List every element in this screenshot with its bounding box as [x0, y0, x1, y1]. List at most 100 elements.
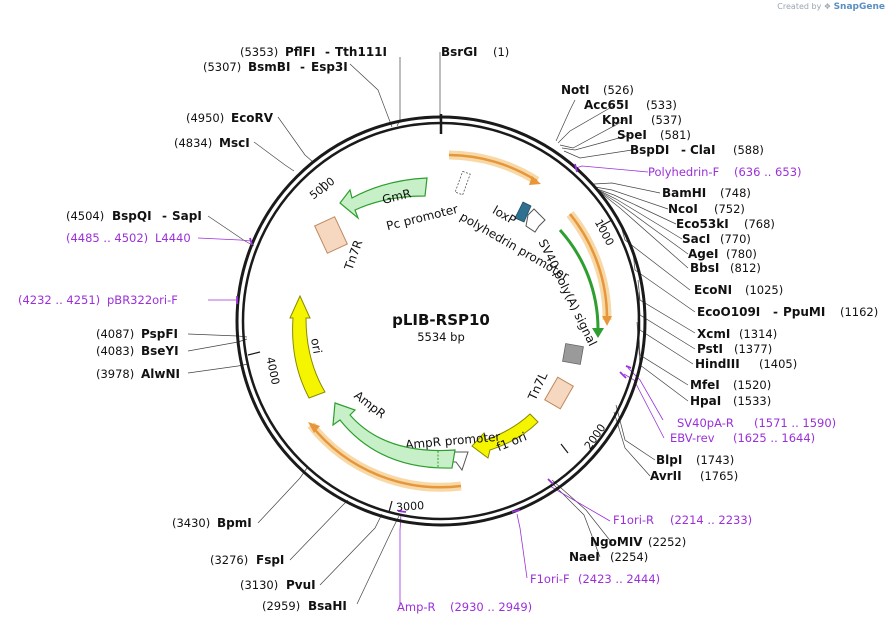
pc-promoter-icon	[454, 170, 471, 196]
enzyme-blpi: BlpI	[656, 453, 682, 467]
enzyme-bseyi-pos: (4083)	[96, 344, 134, 358]
terminator-box	[562, 343, 584, 365]
primer-polyhedrin-f-range: (636 .. 653)	[734, 165, 802, 179]
ori-arrow	[289, 294, 326, 399]
plasmid-size: 5534 bp	[417, 330, 465, 344]
enzyme-psti: PstI	[697, 342, 723, 356]
primer-amp-r-range: (2930 .. 2949)	[450, 600, 532, 614]
enzyme-bspqi-pos: (4504)	[66, 209, 104, 223]
enzyme-msci-pos: (4834)	[174, 136, 212, 150]
tn7l-box	[544, 376, 574, 410]
primer-sv40pa-r-range: (1571 .. 1590)	[754, 416, 836, 430]
enzyme-econi-pos: (1025)	[745, 283, 783, 297]
enzyme-naei-pos: (2254)	[610, 550, 648, 564]
primer-sv40pa-r: SV40pA-R	[677, 416, 734, 430]
enzyme-bamhi-pos: (748)	[720, 186, 751, 200]
enzyme-blpi-pos: (1743)	[696, 453, 734, 467]
gmr-label: GmR	[381, 186, 413, 207]
credit-prefix: Created by	[777, 2, 822, 11]
tn7r-box	[314, 216, 348, 254]
enzyme-bspdi: BspDI	[630, 143, 669, 157]
enzyme-eco53ki: Eco53kI	[676, 217, 729, 231]
enzyme-bbsi: BbsI	[690, 261, 719, 275]
enzyme-bspdi-pos: (588)	[733, 143, 764, 157]
enzyme-clai: ClaI	[690, 143, 715, 157]
enzyme-saci: SacI	[682, 232, 710, 246]
enzyme-pflfi-pos: (5353)	[240, 45, 278, 59]
tick-2000: 2000	[582, 422, 609, 452]
ampr-label: AmpR	[351, 388, 388, 421]
sv40-arc	[558, 228, 600, 331]
enzyme-hindiii-pos: (1405)	[759, 357, 797, 371]
enzyme-xcmi-pos: (1314)	[739, 327, 777, 341]
ampr-arrow	[332, 402, 456, 469]
enzyme-ecoo109i: EcoO109I	[697, 305, 760, 319]
svg-text:-: -	[681, 143, 686, 157]
enzyme-avrii: AvrII	[650, 469, 682, 483]
snapgene-credit: Created by ❖ SnapGene	[777, 2, 885, 12]
f1-ori-arrow	[471, 413, 539, 459]
tick-5000: 5000	[307, 175, 337, 202]
enzyme-pspfi-pos: (4087)	[96, 327, 134, 341]
primer-pbr322ori-f: pBR322ori-F	[107, 293, 178, 307]
enzyme-pvui-pos: (3130)	[240, 578, 278, 592]
primer-pbr322ori-f-range: (4232 .. 4251)	[18, 293, 100, 307]
polyhedrin-promoter-arrow	[525, 208, 546, 233]
svg-text:-: -	[300, 60, 305, 74]
enzyme-xcmi: XcmI	[697, 327, 730, 341]
enzyme-ncoi-pos: (752)	[714, 202, 745, 216]
tick-4000: 4000	[263, 356, 282, 386]
enzyme-noti: NotI	[561, 83, 590, 97]
svg-text:-: -	[162, 209, 167, 223]
loxp-label: loxP	[490, 203, 518, 227]
enzyme-ecorv-pos: (4950)	[186, 111, 224, 125]
enzyme-bamhi: BamHI	[662, 186, 706, 200]
ori-label: ori	[308, 337, 324, 355]
enzyme-bsrgi: BsrGI	[441, 45, 478, 59]
primer-f1ori-f-range: (2423 .. 2444)	[578, 572, 660, 586]
enzyme-pvui: PvuI	[286, 578, 316, 592]
enzyme-alwni-pos: (3978)	[96, 367, 134, 381]
enzyme-fspi-pos: (3276)	[210, 553, 248, 567]
primer-ticks	[236, 163, 632, 513]
enzyme-ecoo109i-pos: (1162)	[840, 305, 878, 319]
enzyme-bbsi-pos: (812)	[730, 261, 761, 275]
primer-l4440: L4440	[155, 231, 191, 245]
enzyme-pspfi: PspFI	[141, 327, 178, 341]
primer-ebv-rev: EBV-rev	[670, 431, 715, 445]
pc-promoter-label: Pc promoter	[385, 202, 460, 233]
snapgene-logo-icon: ❖	[823, 2, 832, 11]
enzyme-mfei: MfeI	[690, 378, 720, 392]
gmr-arrow	[339, 177, 428, 220]
enzyme-ecorv: EcoRV	[231, 111, 274, 125]
enzyme-bsmbi-pos: (5307)	[203, 60, 241, 74]
enzyme-acc65i-pos: (533)	[646, 98, 677, 112]
enzyme-esp3i: Esp3I	[311, 60, 348, 74]
enzyme-bsrgi-pos: (1)	[493, 45, 509, 59]
tick-3000: 3000	[396, 499, 425, 514]
enzyme-fspi: FspI	[256, 553, 284, 567]
feature-labels: BsrGI (1) (5353) PflFI - Tth111I (5307) …	[18, 45, 878, 614]
enzyme-hpai-pos: (1533)	[733, 394, 771, 408]
enzyme-ncoi: NcoI	[668, 202, 698, 216]
enzyme-bsahi-pos: (2959)	[262, 599, 300, 613]
enzyme-spei: SpeI	[617, 128, 647, 142]
enzyme-hpai: HpaI	[690, 394, 721, 408]
enzyme-mfei-pos: (1520)	[733, 378, 771, 392]
orf-arcs	[307, 150, 612, 492]
primer-l4440-range: (4485 .. 4502)	[66, 231, 148, 245]
ruler-ticks	[247, 182, 613, 513]
enzyme-eco53ki-pos: (768)	[744, 217, 775, 231]
enzyme-agei-pos: (780)	[726, 247, 757, 261]
svg-text:-: -	[773, 305, 778, 319]
primer-amp-r: Amp-R	[397, 600, 436, 614]
primer-ebv-rev-range: (1625 .. 1644)	[733, 431, 815, 445]
enzyme-hindiii: HindIII	[695, 357, 740, 371]
enzyme-agei: AgeI	[688, 247, 718, 261]
primer-f1ori-r-range: (2214 .. 2233)	[670, 513, 752, 527]
primer-f1ori-r: F1ori-R	[613, 513, 654, 527]
enzyme-bpmi: BpmI	[217, 516, 252, 530]
primer-polyhedrin-f: Polyhedrin-F	[648, 165, 719, 179]
enzyme-bpmi-pos: (3430)	[172, 516, 210, 530]
